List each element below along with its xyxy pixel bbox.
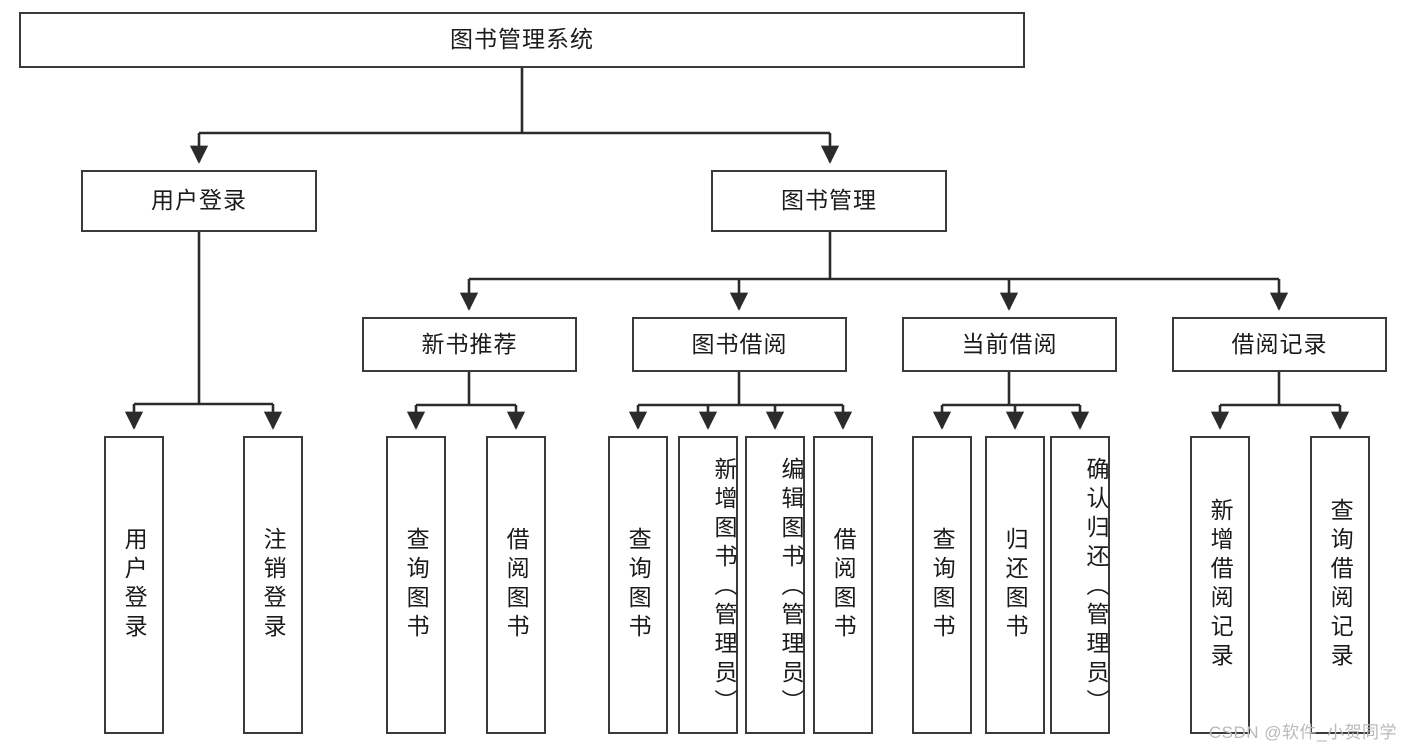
node-current-borrow-label: 当前借阅 bbox=[961, 330, 1058, 357]
node-leaf-query-book-1[interactable]: 查询图书 bbox=[386, 436, 446, 734]
node-leaf-user-login[interactable]: 用户登录 bbox=[104, 436, 164, 734]
node-book-management-label: 图书管理 bbox=[781, 187, 877, 214]
node-leaf-edit-book[interactable]: 编辑图书（管理员） bbox=[745, 436, 805, 734]
node-leaf-borrow-book-1-label: 借阅图书 bbox=[503, 527, 530, 643]
node-user-login-label: 用户登录 bbox=[151, 187, 247, 214]
node-leaf-add-record-label: 新增借阅记录 bbox=[1207, 498, 1234, 672]
node-current-borrow[interactable]: 当前借阅 bbox=[902, 317, 1117, 372]
node-borrow-record-label: 借阅记录 bbox=[1231, 330, 1328, 357]
node-leaf-edit-book-label: 编辑图书（管理员） bbox=[778, 456, 804, 718]
node-new-book-recommend-label: 新书推荐 bbox=[421, 330, 518, 357]
node-leaf-logout-login-label: 注销登录 bbox=[260, 527, 287, 643]
node-leaf-add-record[interactable]: 新增借阅记录 bbox=[1190, 436, 1250, 734]
node-leaf-add-book[interactable]: 新增图书（管理员） bbox=[678, 436, 738, 734]
node-user-login[interactable]: 用户登录 bbox=[81, 170, 317, 232]
node-leaf-logout-login[interactable]: 注销登录 bbox=[243, 436, 303, 734]
node-leaf-return-book-label: 归还图书 bbox=[1002, 527, 1029, 643]
node-leaf-confirm-return-label: 确认归还（管理员） bbox=[1083, 456, 1109, 718]
node-leaf-borrow-book-2[interactable]: 借阅图书 bbox=[813, 436, 873, 734]
node-leaf-query-book-3[interactable]: 查询图书 bbox=[912, 436, 972, 734]
node-leaf-confirm-return[interactable]: 确认归还（管理员） bbox=[1050, 436, 1110, 734]
node-leaf-add-book-label: 新增图书（管理员） bbox=[711, 456, 737, 718]
node-leaf-query-book-2[interactable]: 查询图书 bbox=[608, 436, 668, 734]
node-leaf-query-record[interactable]: 查询借阅记录 bbox=[1310, 436, 1370, 734]
node-book-management[interactable]: 图书管理 bbox=[711, 170, 947, 232]
node-root[interactable]: 图书管理系统 bbox=[19, 12, 1025, 68]
node-book-borrow-label: 图书借阅 bbox=[691, 330, 788, 357]
node-leaf-return-book[interactable]: 归还图书 bbox=[985, 436, 1045, 734]
node-leaf-user-login-label: 用户登录 bbox=[121, 527, 148, 643]
node-leaf-query-book-3-label: 查询图书 bbox=[929, 527, 956, 643]
node-new-book-recommend[interactable]: 新书推荐 bbox=[362, 317, 577, 372]
node-leaf-query-record-label: 查询借阅记录 bbox=[1327, 498, 1354, 672]
node-leaf-query-book-2-label: 查询图书 bbox=[625, 527, 652, 643]
node-root-label: 图书管理系统 bbox=[450, 26, 594, 53]
node-borrow-record[interactable]: 借阅记录 bbox=[1172, 317, 1387, 372]
node-leaf-borrow-book-1[interactable]: 借阅图书 bbox=[486, 436, 546, 734]
node-leaf-query-book-1-label: 查询图书 bbox=[403, 527, 430, 643]
watermark-text: CSDN @软件_小贺同学 bbox=[1208, 723, 1397, 742]
node-leaf-borrow-book-2-label: 借阅图书 bbox=[830, 527, 857, 643]
node-book-borrow[interactable]: 图书借阅 bbox=[632, 317, 847, 372]
